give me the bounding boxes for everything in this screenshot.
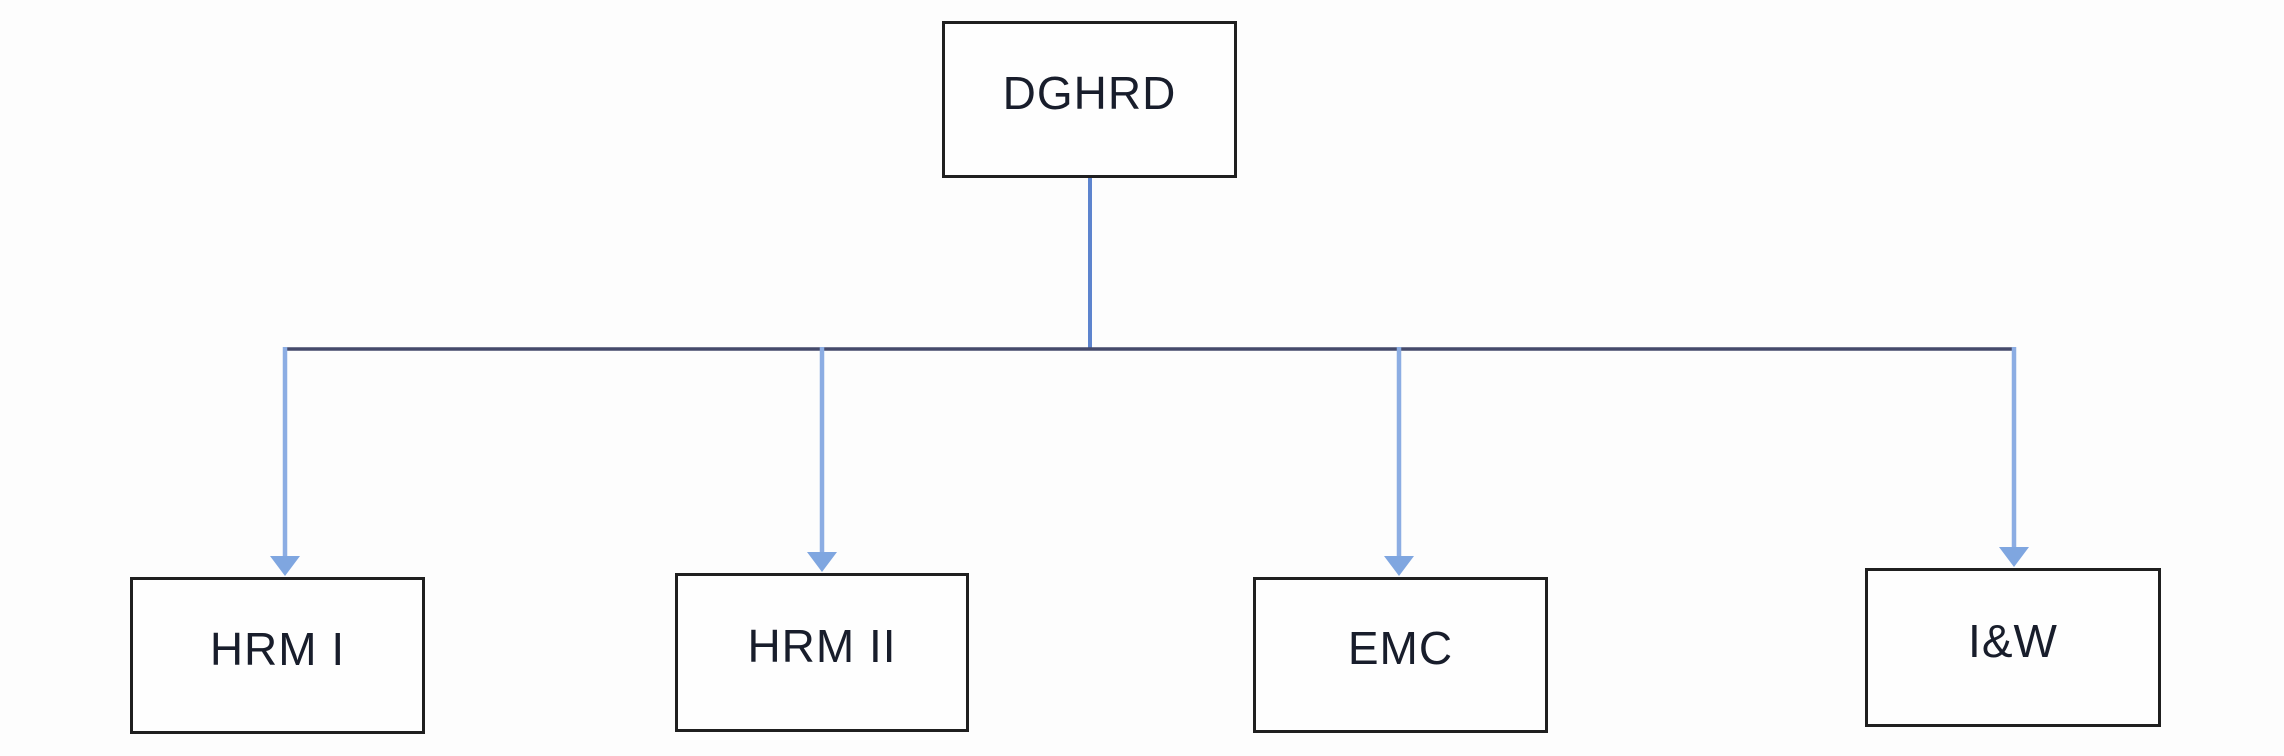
arrowhead-hrm2 bbox=[807, 552, 837, 572]
arrowhead-iw bbox=[1999, 547, 2029, 567]
org-node-emc: EMC bbox=[1253, 577, 1548, 733]
arrowhead-hrm1 bbox=[270, 556, 300, 576]
org-node-hrm-i: HRM I bbox=[130, 577, 425, 734]
org-node-dghrd-label: DGHRD bbox=[1002, 66, 1177, 119]
org-node-dghrd: DGHRD bbox=[942, 21, 1237, 178]
org-node-hrm-ii-label: HRM II bbox=[747, 619, 897, 672]
org-node-i-and-w-label: I&W bbox=[1968, 614, 2058, 667]
org-node-hrm-ii: HRM II bbox=[675, 573, 969, 732]
arrowhead-emc bbox=[1384, 556, 1414, 576]
org-node-emc-label: EMC bbox=[1347, 622, 1454, 674]
org-node-hrm-i-label: HRM I bbox=[209, 622, 346, 675]
org-node-i-and-w: I&W bbox=[1865, 568, 2161, 727]
